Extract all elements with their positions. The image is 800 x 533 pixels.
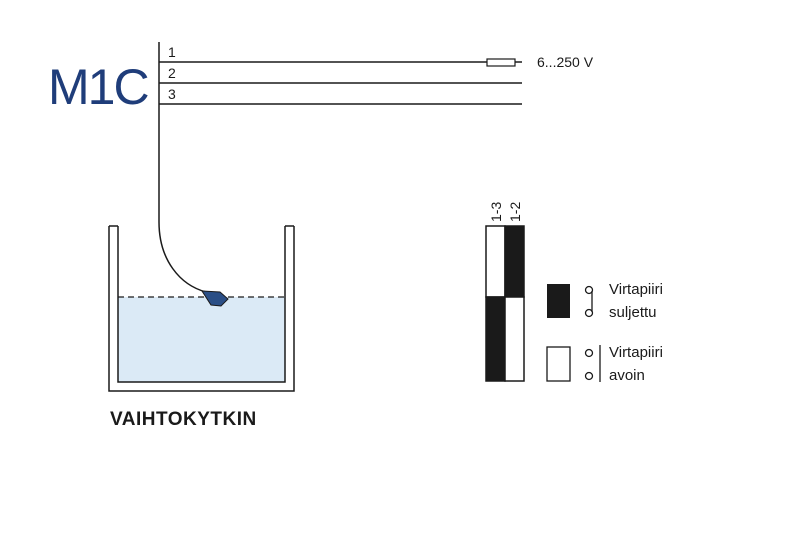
cell-12-top bbox=[504, 225, 525, 298]
switch-state-table: 1-3 1-2 bbox=[485, 202, 525, 382]
contact-bottom-icon bbox=[584, 308, 594, 318]
diagram-title: VAIHTOKYTKIN bbox=[110, 409, 257, 430]
legend-closed-line1: Virtapiiri bbox=[609, 281, 663, 298]
wire-1-number: 1 bbox=[168, 44, 176, 60]
float-switch-icon bbox=[201, 290, 229, 307]
wire-3-number: 3 bbox=[168, 86, 176, 102]
voltage-label: 6...250 V bbox=[537, 54, 594, 70]
legend-open-line1: Virtapiiri bbox=[609, 344, 663, 361]
contact-top-icon bbox=[584, 348, 594, 358]
fuse-icon bbox=[486, 58, 516, 67]
tank-outer-wall bbox=[108, 226, 295, 392]
col-header-1-3: 1-3 bbox=[488, 202, 504, 222]
cell-13-top bbox=[485, 225, 506, 298]
model-label: M1C bbox=[48, 59, 148, 115]
legend-closed-swatch bbox=[547, 284, 570, 318]
legend-closed-line2: suljettu bbox=[609, 304, 657, 321]
contact-top-icon bbox=[584, 285, 594, 295]
legend-open-line2: avoin bbox=[609, 367, 645, 384]
legend-open-swatch bbox=[546, 346, 571, 382]
col-header-1-2: 1-2 bbox=[507, 202, 523, 222]
legend-open: Virtapiiri avoin bbox=[546, 344, 663, 384]
wire-2-number: 2 bbox=[168, 65, 176, 81]
contact-bottom-icon bbox=[584, 371, 594, 381]
water bbox=[118, 297, 285, 382]
float-cable bbox=[158, 221, 207, 293]
cell-12-bottom bbox=[504, 296, 525, 382]
cell-13-bottom bbox=[485, 296, 506, 382]
tank-inner-wall bbox=[117, 226, 286, 383]
legend-closed: Virtapiiri suljettu bbox=[547, 281, 663, 321]
